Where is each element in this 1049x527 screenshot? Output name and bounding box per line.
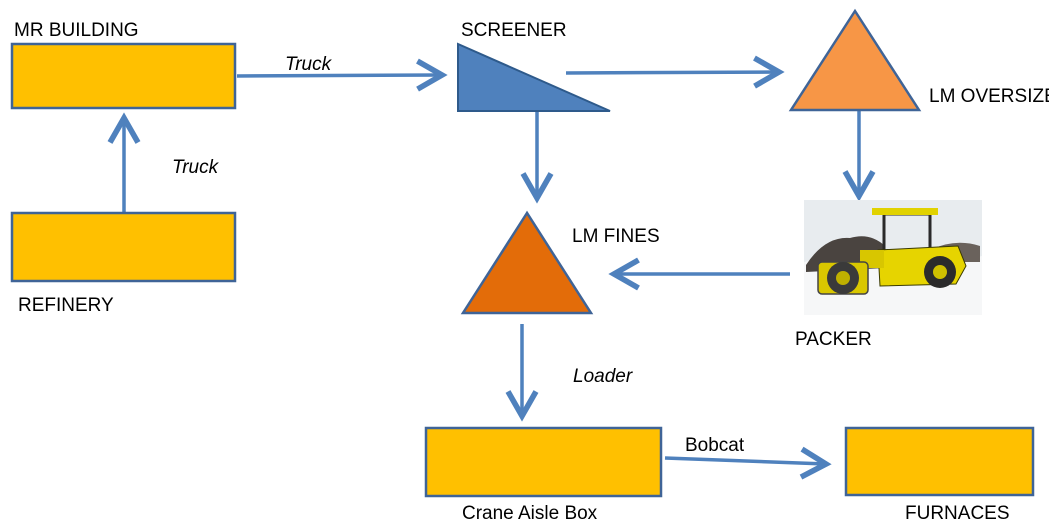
arrow-mr-building-to-screener	[236, 58, 448, 92]
furnaces-box	[844, 426, 1035, 497]
edge-label-loader: Loader	[573, 366, 633, 387]
crane-aisle-box-label: Crane Aisle Box	[462, 503, 598, 524]
furnaces-label: FURNACES	[905, 503, 1010, 524]
edge-label-bobcat: Bobcat	[685, 435, 745, 456]
lm-oversize-label: LM OVERSIZE	[929, 86, 1049, 107]
refinery-box	[10, 211, 237, 283]
arrow-crane-aisle-box-to-furnaces	[664, 446, 832, 480]
screener-shape	[457, 42, 611, 112]
edge-label-truck-refinery: Truck	[172, 157, 220, 178]
lm-oversize-triangle	[788, 8, 922, 112]
lm-fines-triangle	[460, 210, 594, 315]
crane-aisle-box	[424, 426, 663, 498]
screener-label: SCREENER	[461, 20, 567, 41]
packer-photo	[804, 200, 982, 315]
packer-label: PACKER	[795, 329, 872, 350]
mr-building-box	[10, 42, 237, 110]
refinery-label: REFINERY	[18, 295, 114, 316]
lm-fines-label: LM FINES	[572, 226, 660, 247]
mr-building-label: MR BUILDING	[14, 20, 139, 41]
edge-label-truck-screener: Truck	[285, 54, 333, 75]
arrow-screener-to-oversize	[565, 55, 785, 89]
